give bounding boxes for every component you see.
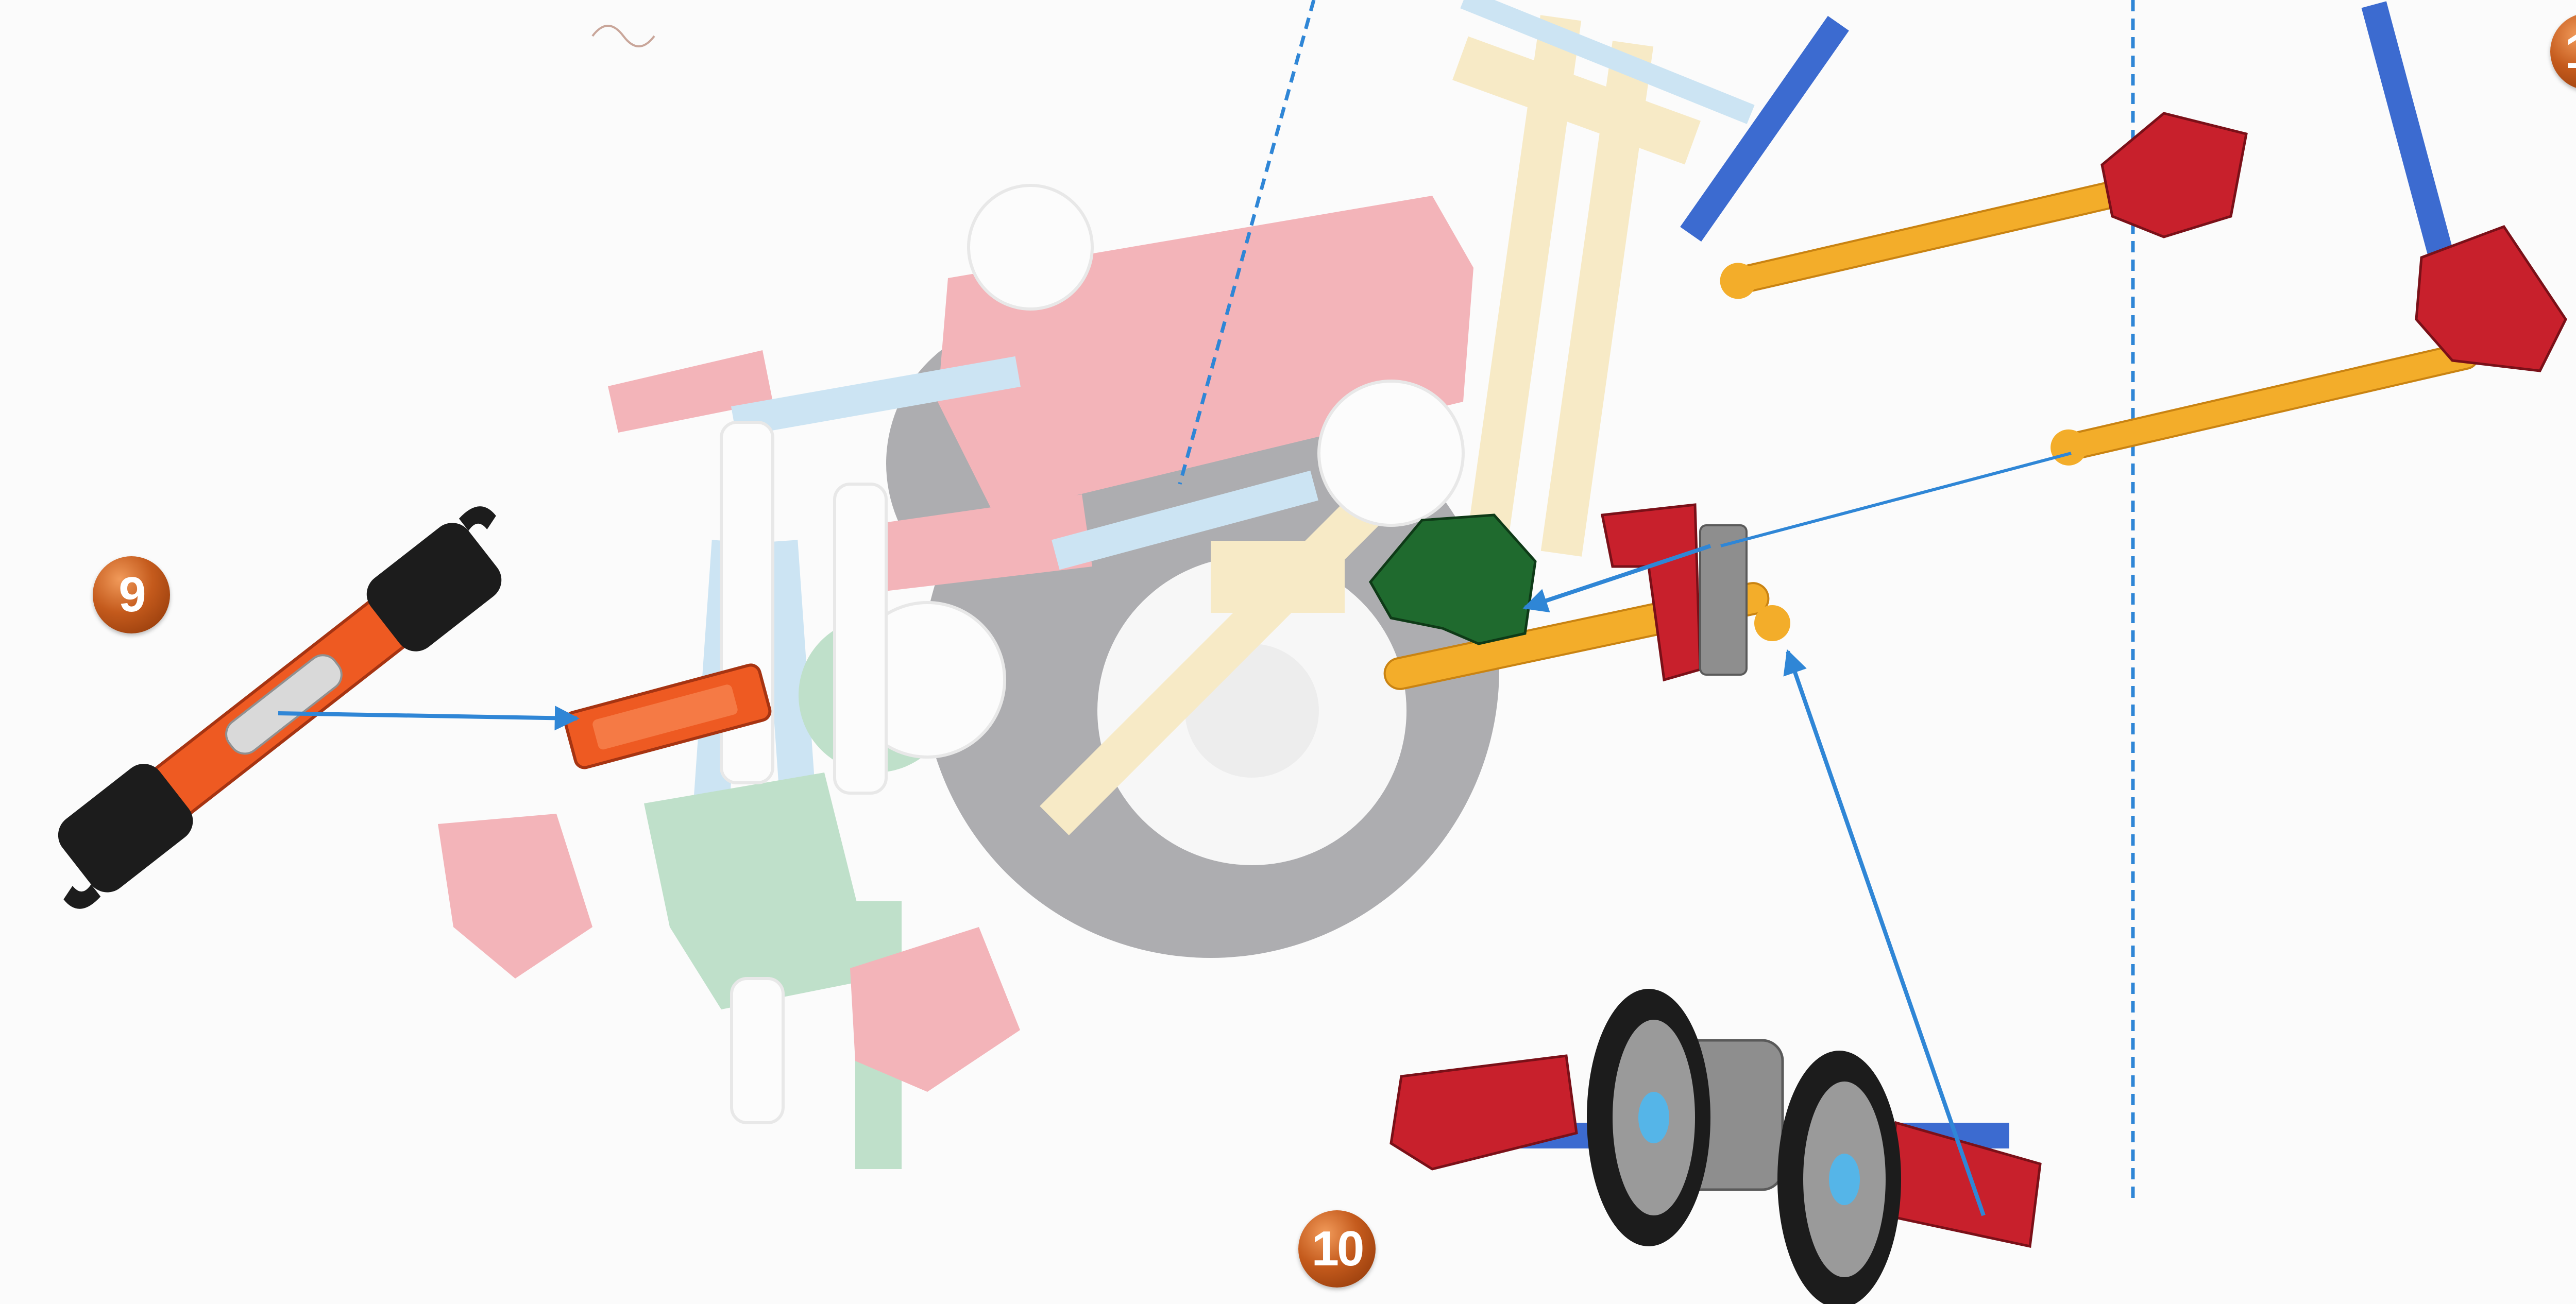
step-10-part-assembly bbox=[1391, 651, 2040, 1304]
step-11-part-assembly bbox=[1680, 1, 2566, 546]
step-10-wheel-left bbox=[1587, 989, 1710, 1246]
stray-mark bbox=[592, 26, 654, 46]
step-11-arrow bbox=[1721, 453, 2071, 546]
ghost-model bbox=[438, 0, 1755, 1169]
step-10-badge: 10 bbox=[1298, 1210, 1376, 1288]
step-9-badge: 9 bbox=[93, 556, 170, 633]
step-10-red-connector-right bbox=[1886, 1123, 2040, 1246]
step-9-arrow bbox=[278, 713, 577, 718]
step-10-red-connector-left bbox=[1391, 1056, 1577, 1169]
step-10-wheel-right bbox=[1777, 1051, 1901, 1304]
